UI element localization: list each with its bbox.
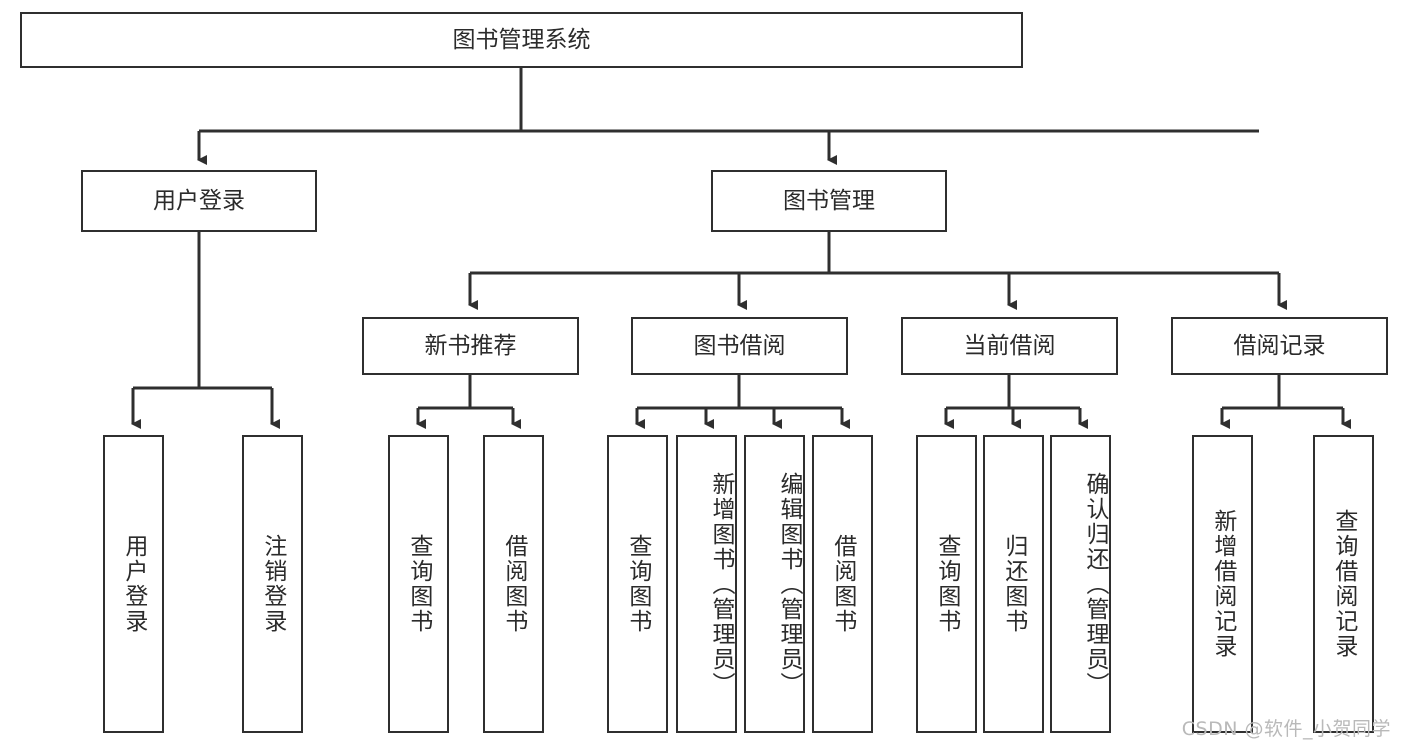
node-level2-0[interactable]: 用户登录 bbox=[81, 170, 317, 232]
node-level2-1[interactable]: 图书管理 bbox=[711, 170, 947, 232]
node-label: 新书推荐 bbox=[424, 332, 517, 359]
node-level3-3[interactable]: 借阅记录 bbox=[1171, 317, 1388, 375]
node-label: 借阅记录 bbox=[1233, 332, 1326, 359]
node-label: 确认归还（管理员） bbox=[1082, 471, 1108, 697]
node-leaf-9[interactable]: 归还图书 bbox=[983, 435, 1044, 733]
node-label: 新增图书（管理员） bbox=[708, 471, 734, 697]
node-leaf-7[interactable]: 借阅图书 bbox=[812, 435, 873, 733]
node-leaf-2[interactable]: 查询图书 bbox=[388, 435, 449, 733]
node-level3-1[interactable]: 图书借阅 bbox=[631, 317, 848, 375]
node-label: 编辑图书（管理员） bbox=[776, 471, 802, 697]
node-leaf-6[interactable]: 编辑图书（管理员） bbox=[744, 435, 805, 733]
node-label: 图书借阅 bbox=[693, 332, 786, 359]
node-label: 图书管理系统 bbox=[452, 26, 591, 53]
node-label: 用户登录 bbox=[153, 187, 245, 214]
node-leaf-5[interactable]: 新增图书（管理员） bbox=[676, 435, 737, 733]
node-label: 查询图书 bbox=[405, 534, 432, 634]
node-leaf-11[interactable]: 新增借阅记录 bbox=[1192, 435, 1253, 733]
node-leaf-0[interactable]: 用户登录 bbox=[103, 435, 164, 733]
node-level3-2[interactable]: 当前借阅 bbox=[901, 317, 1118, 375]
node-label: 查询图书 bbox=[933, 534, 960, 634]
node-label: 借阅图书 bbox=[500, 534, 527, 634]
node-leaf-3[interactable]: 借阅图书 bbox=[483, 435, 544, 733]
node-label: 用户登录 bbox=[120, 534, 147, 634]
node-label: 查询借阅记录 bbox=[1330, 509, 1357, 659]
node-leaf-4[interactable]: 查询图书 bbox=[607, 435, 668, 733]
node-label: 查询图书 bbox=[624, 534, 651, 634]
node-level3-0[interactable]: 新书推荐 bbox=[362, 317, 579, 375]
watermark: CSDN @软件_小贺同学 bbox=[1181, 718, 1391, 740]
node-label: 新增借阅记录 bbox=[1209, 509, 1236, 659]
node-label: 注销登录 bbox=[259, 534, 286, 634]
node-label: 图书管理 bbox=[783, 187, 875, 214]
node-leaf-1[interactable]: 注销登录 bbox=[242, 435, 303, 733]
node-leaf-12[interactable]: 查询借阅记录 bbox=[1313, 435, 1374, 733]
node-label: 借阅图书 bbox=[829, 534, 856, 634]
node-label: 当前借阅 bbox=[963, 332, 1056, 359]
node-label: 归还图书 bbox=[1000, 534, 1027, 634]
node-leaf-10[interactable]: 确认归还（管理员） bbox=[1050, 435, 1111, 733]
node-leaf-8[interactable]: 查询图书 bbox=[916, 435, 977, 733]
node-root-system[interactable]: 图书管理系统 bbox=[20, 12, 1023, 68]
